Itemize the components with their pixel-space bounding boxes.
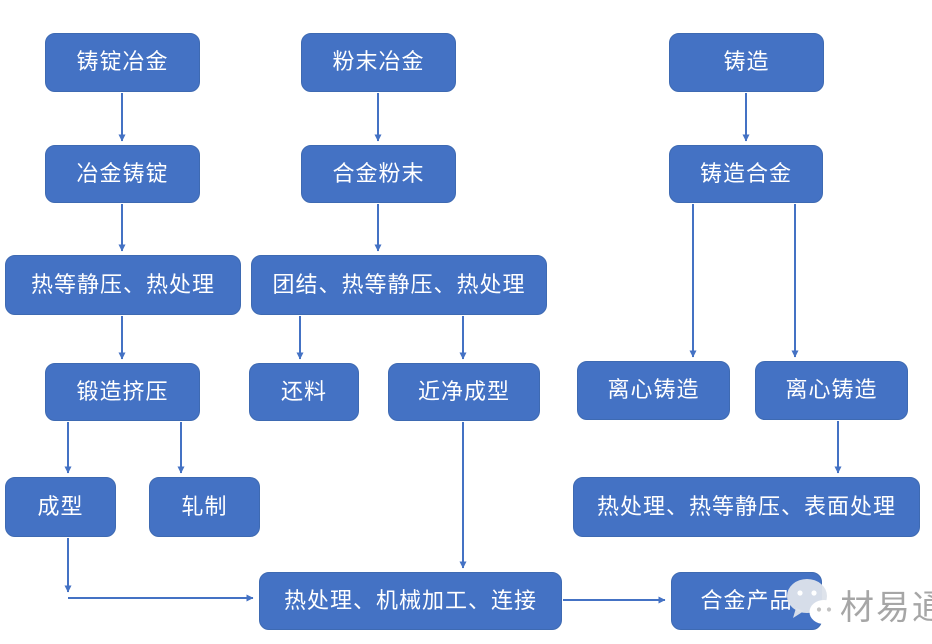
flow-node-label: 冶金铸锭 bbox=[76, 160, 169, 186]
flow-node-label: 热处理、热等静压、表面处理 bbox=[596, 493, 896, 519]
flow-node-label: 热处理、机械加工、连接 bbox=[283, 587, 537, 613]
flow-node-alloy-powder: 合金粉末 bbox=[301, 145, 456, 203]
watermark: 材易通 bbox=[786, 578, 932, 628]
flow-node-label: 离心铸造 bbox=[785, 377, 878, 403]
flow-node-cast-alloy: 铸造合金 bbox=[669, 145, 823, 203]
flow-node-label: 还料 bbox=[280, 378, 327, 404]
flow-node-label: 铸造 bbox=[723, 49, 770, 75]
watermark-text: 材易通 bbox=[840, 589, 932, 627]
flow-node-label: 锻造挤压 bbox=[76, 378, 169, 404]
flow-node-centrifugal-casting-1: 离心铸造 bbox=[577, 361, 730, 420]
flow-node-casting: 铸造 bbox=[669, 33, 824, 92]
flow-node-label: 铸锭冶金 bbox=[76, 49, 169, 75]
flow-node-ht-hip-surface: 热处理、热等静压、表面处理 bbox=[573, 477, 920, 537]
flow-node-label: 粉末冶金 bbox=[332, 49, 425, 75]
flow-node-near-net-shaping: 近净成型 bbox=[388, 363, 540, 421]
flow-node-label: 近净成型 bbox=[417, 378, 510, 404]
flow-node-powder-metallurgy: 粉末冶金 bbox=[301, 33, 456, 92]
flow-node-ht-machining-joining: 热处理、机械加工、连接 bbox=[259, 572, 562, 630]
flow-node-consolidation-hip-heat: 团结、热等静压、热处理 bbox=[251, 255, 547, 315]
flow-node-label: 成型 bbox=[37, 493, 84, 519]
flow-node-billet: 还料 bbox=[249, 363, 359, 421]
flow-node-metallurgy-ingot: 冶金铸锭 bbox=[45, 145, 200, 203]
flow-node-label: 铸造合金 bbox=[699, 160, 792, 186]
flow-node-label: 热等静压、热处理 bbox=[30, 271, 215, 297]
flow-node-label: 轧制 bbox=[181, 493, 228, 519]
flow-node-ingot-metallurgy: 铸锭冶金 bbox=[45, 33, 200, 92]
flow-node-label: 合金产品 bbox=[700, 587, 793, 613]
flow-node-label: 离心铸造 bbox=[607, 377, 700, 403]
flow-node-label: 团结、热等静压、热处理 bbox=[272, 271, 526, 297]
flow-node-forming: 成型 bbox=[5, 477, 116, 537]
flow-node-hip-heat-treatment: 热等静压、热处理 bbox=[5, 255, 241, 315]
flow-node-rolling: 轧制 bbox=[149, 477, 260, 537]
flow-node-centrifugal-casting-2: 离心铸造 bbox=[755, 361, 908, 420]
flow-node-label: 合金粉末 bbox=[332, 160, 425, 186]
wechat-icon bbox=[787, 579, 839, 627]
flow-node-forging-extrusion: 锻造挤压 bbox=[45, 363, 200, 421]
